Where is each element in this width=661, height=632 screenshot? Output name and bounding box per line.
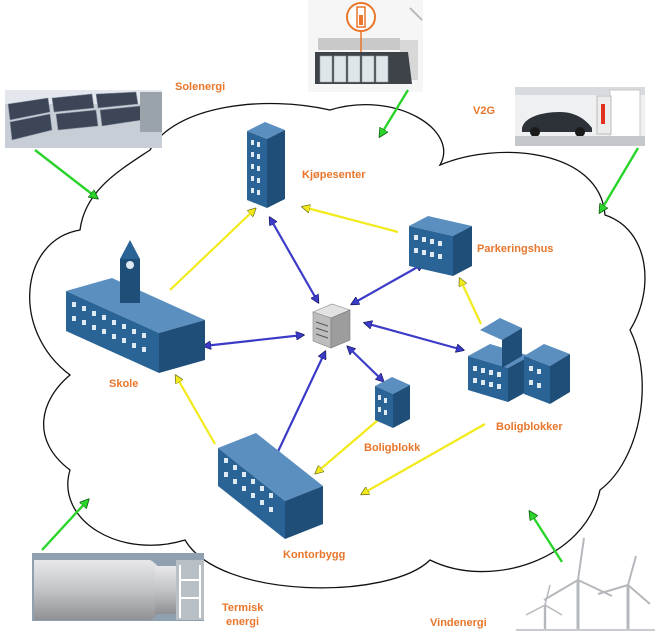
blue-arrow-office — [274, 352, 325, 460]
green-arrow-wind — [530, 512, 564, 563]
wind-turbine-icon — [516, 537, 655, 631]
label-solar: Solenergi — [175, 81, 225, 93]
green-arrows — [34, 89, 640, 563]
yellow-arrow-school-mall — [169, 209, 255, 291]
yellow-arrow-blocks-parking — [460, 279, 482, 325]
building-icon-office — [218, 433, 323, 539]
yellow-arrow-office-school — [176, 376, 216, 445]
label-parking: Parkeringshus — [477, 243, 553, 255]
yellow-arrow-blocks-office — [362, 423, 486, 494]
building-icon-residential-block — [375, 377, 410, 428]
green-arrow-solar — [34, 149, 97, 198]
label-wind: Vindenergi — [430, 617, 487, 629]
building-icon-residential-blocks — [468, 318, 570, 404]
yellow-arrow-parking-mall — [303, 207, 399, 234]
car-icon — [515, 87, 645, 146]
green-arrow-thermal — [41, 500, 88, 551]
yellow-arrows — [169, 207, 486, 494]
label-v2g: V2G — [473, 105, 495, 117]
building-icon-parking — [409, 216, 472, 276]
label-mall: Kjøpesenter — [302, 169, 366, 181]
label-thermal-line2: energi — [226, 616, 259, 628]
blue-arrow-mall — [270, 218, 318, 302]
battery-icon — [308, 0, 423, 92]
blue-arrow-blocks — [365, 323, 463, 350]
label-residential-blocks: Boligblokker — [496, 421, 563, 433]
yellow-arrow-block-office — [316, 419, 379, 473]
cloud-boundary — [29, 102, 646, 589]
solar-panel-icon — [5, 90, 162, 148]
blue-arrow-school — [204, 335, 303, 346]
label-school: Skole — [109, 378, 138, 390]
blue-arrow-parking — [352, 264, 423, 304]
blue-arrow-block — [348, 347, 383, 381]
label-office: Kontorbygg — [283, 549, 345, 561]
building-icon-mall — [247, 122, 285, 208]
blue-arrows — [204, 218, 463, 460]
green-arrow-mall — [380, 89, 410, 136]
server-icon — [312, 303, 351, 349]
green-arrow-v2g — [600, 147, 640, 212]
storage-tank-icon — [32, 553, 204, 621]
building-icon-school — [66, 240, 205, 373]
label-residential-block: Boligblokk — [364, 442, 421, 454]
label-thermal-line1: Termisk — [222, 602, 264, 614]
